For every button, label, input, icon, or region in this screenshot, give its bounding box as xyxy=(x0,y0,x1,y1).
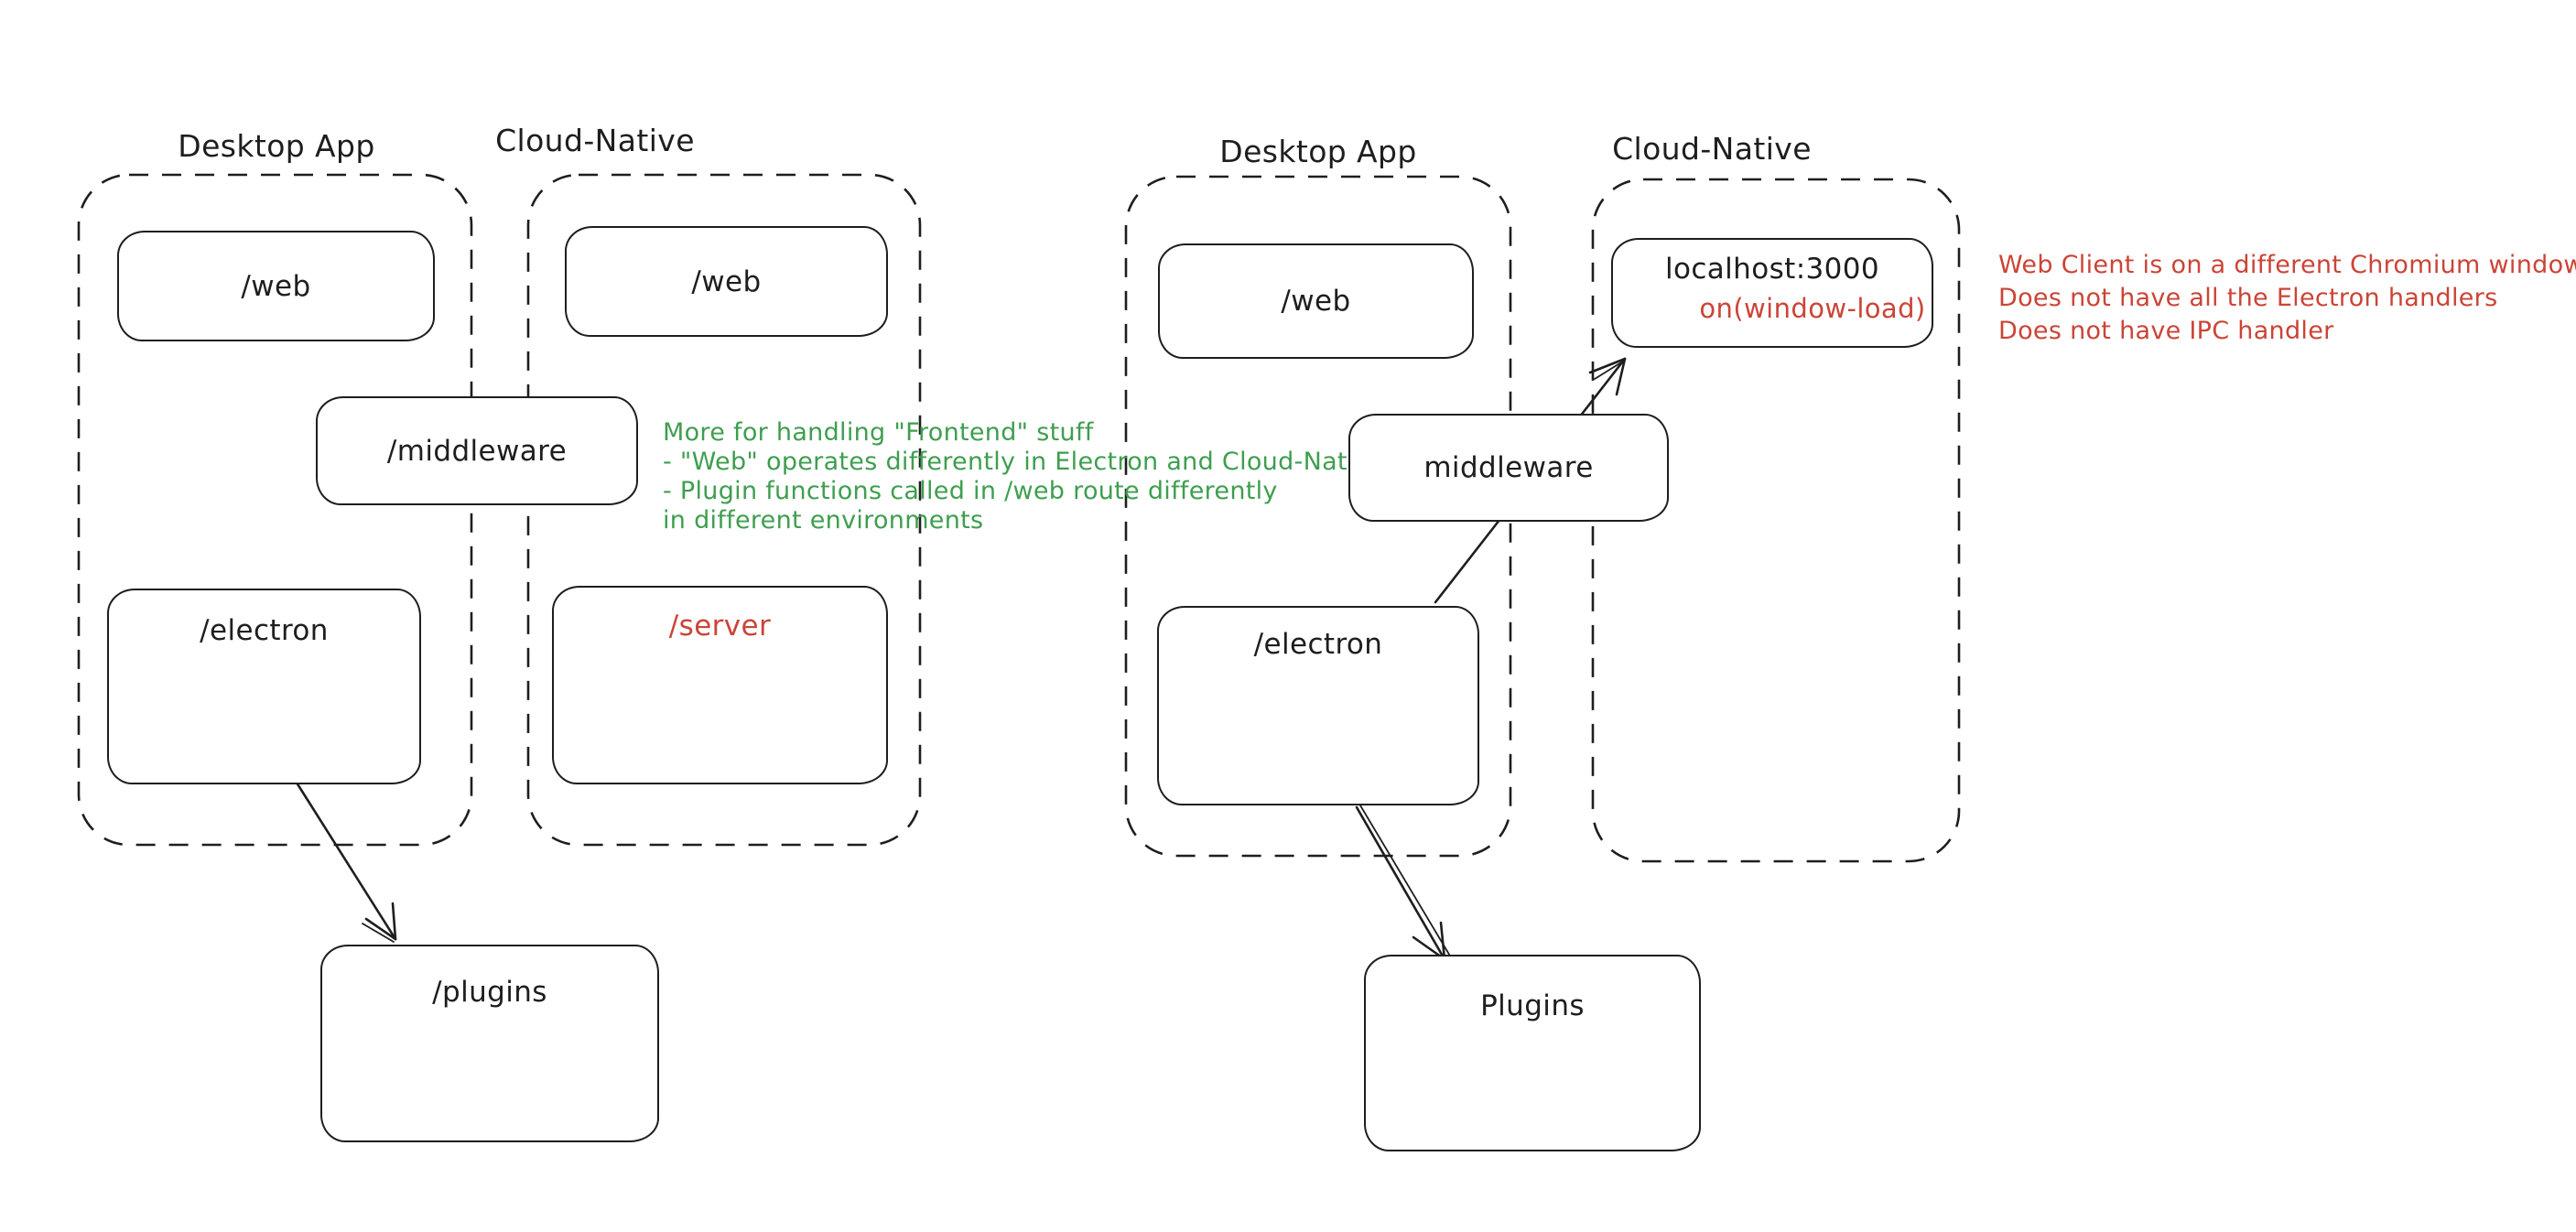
right-electron-box: /electron xyxy=(1157,606,1479,805)
green-note-line-2: - "Web" operates differently in Electron… xyxy=(663,448,1385,476)
left-server-label: /server xyxy=(668,610,772,643)
right-cloud-native-container xyxy=(1591,178,1961,863)
right-plugins-label: Plugins xyxy=(1480,989,1585,1022)
left-desktop-web-box: /web xyxy=(117,231,435,341)
green-note-line-3: - Plugin functions called in /web route … xyxy=(663,477,1278,505)
left-plugins-box: /plugins xyxy=(320,945,659,1142)
right-electron-to-plugins-arrow xyxy=(1355,805,1452,961)
right-electron-label: /electron xyxy=(1253,628,1383,661)
right-desktop-web-box: /web xyxy=(1158,243,1474,359)
right-localhost-box: localhost:3000 on(window-load) xyxy=(1611,238,1933,348)
left-desktop-app-title: Desktop App xyxy=(178,128,375,164)
red-note-line-1: Web Client is on a different Chromium wi… xyxy=(1998,251,2576,279)
right-red-annotation: Web Client is on a different Chromium wi… xyxy=(1998,249,2576,348)
right-desktop-app-title: Desktop App xyxy=(1219,134,1417,169)
left-desktop-web-label: /web xyxy=(241,269,311,303)
green-note-line-4: in different environments xyxy=(663,506,984,535)
left-middleware-label: /middleware xyxy=(386,434,568,468)
right-desktop-app-container xyxy=(1124,175,1512,858)
red-note-line-3: Does not have IPC handler xyxy=(1998,317,2334,345)
red-note-line-2: Does not have all the Electron handlers xyxy=(1998,284,2498,312)
left-server-box: /server xyxy=(552,586,888,784)
left-plugins-label: /plugins xyxy=(432,976,547,1009)
left-electron-to-plugins-arrow xyxy=(295,781,397,943)
left-cloud-native-title: Cloud-Native xyxy=(495,123,695,158)
right-middleware-box: middleware xyxy=(1348,414,1669,522)
left-desktop-app-container xyxy=(77,173,473,847)
left-middleware-box: /middleware xyxy=(316,396,638,505)
left-cloud-web-label: /web xyxy=(691,265,762,298)
left-cloud-native-container xyxy=(526,173,922,847)
right-desktop-web-label: /web xyxy=(1281,285,1351,318)
left-electron-box: /electron xyxy=(107,589,421,784)
left-electron-label: /electron xyxy=(200,614,329,647)
left-cloud-web-box: /web xyxy=(565,226,888,337)
left-green-annotation: More for handling "Frontend" stuff - "We… xyxy=(663,418,1385,535)
right-cloud-native-title: Cloud-Native xyxy=(1612,131,1812,167)
right-middleware-label: middleware xyxy=(1423,451,1594,484)
right-localhost-label: localhost:3000 xyxy=(1664,253,1880,286)
green-note-line-1: More for handling "Frontend" stuff xyxy=(663,418,1094,447)
right-window-load-label: on(window-load) xyxy=(1699,293,1926,324)
right-plugins-box: Plugins xyxy=(1364,955,1701,1151)
